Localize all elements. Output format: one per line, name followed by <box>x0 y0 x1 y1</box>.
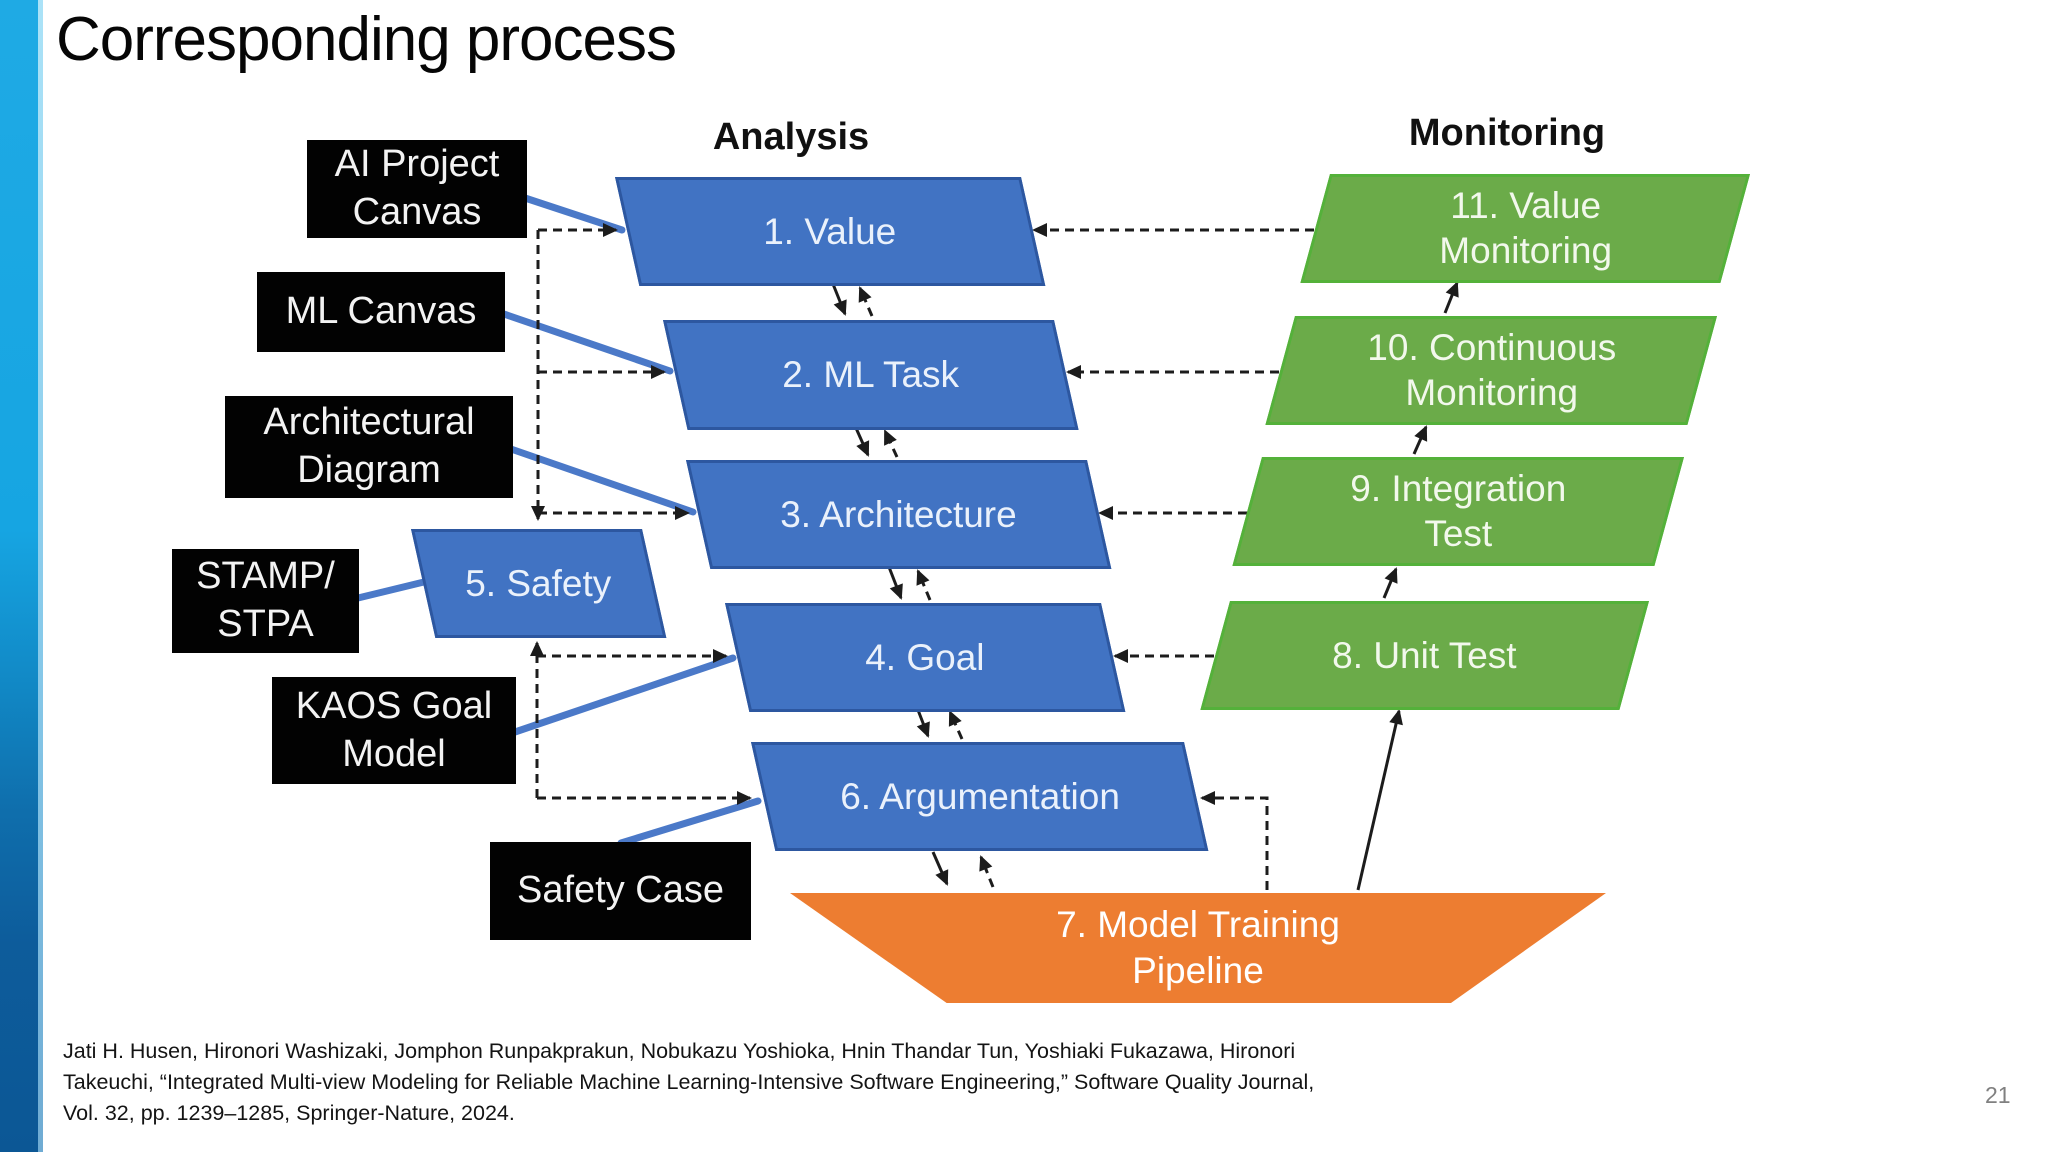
artifact-box-kaos-goal-model: KAOS Goal Model <box>272 677 516 784</box>
analysis-step-label: 4. Goal <box>865 636 985 678</box>
monitoring-step-11-value-monitoring: 11. Value Monitoring <box>1300 174 1750 283</box>
pipeline-step-label: 7. Model Training Pipeline <box>1056 903 1340 991</box>
pipeline-step-7-model-training-pipeline: 7. Model Training Pipeline <box>790 893 1606 1003</box>
monitoring-step-label: 11. Value Monitoring <box>1438 185 1612 272</box>
slide-accent-bar <box>0 0 38 1152</box>
citation-text: Jati H. Husen, Hironori Washizaki, Jomph… <box>63 1039 1315 1125</box>
analysis-step-4-goal: 4. Goal <box>725 603 1126 712</box>
column-header-analysis: Analysis <box>712 116 870 158</box>
analysis-step-label: 3. Architecture <box>780 493 1017 535</box>
analysis-step-1-value: 1. Value <box>615 177 1046 286</box>
analysis-step-5-safety: 5. Safety <box>411 529 667 638</box>
artifact-box-architectural-diagram: Architectural Diagram <box>225 396 513 498</box>
artifact-link-lines <box>354 193 762 847</box>
artifact-box-ml-canvas: ML Canvas <box>257 272 505 352</box>
monitoring-step-9-integration-test: 9. Integration Test <box>1232 457 1684 566</box>
column-header-monitoring: Monitoring <box>1408 112 1606 154</box>
analysis-step-label: 5. Safety <box>465 562 612 604</box>
monitoring-step-label: 8. Unit Test <box>1332 634 1517 676</box>
slide-accent-bar-edge <box>38 0 43 1152</box>
solid-flow-arrows <box>831 281 1459 891</box>
analysis-step-2-ml-task: 2. ML Task <box>663 320 1079 430</box>
artifact-box-stamp-stpa: STAMP/ STPA <box>172 549 359 653</box>
analysis-step-3-architecture: 3. Architecture <box>686 460 1112 569</box>
dashed-guide-connectors <box>530 223 1314 890</box>
analysis-step-label: 1. Value <box>763 210 897 252</box>
monitoring-step-10-continuous-monitoring: 10. Continuous Monitoring <box>1265 316 1717 425</box>
artifact-box-ai-project-canvas: AI Project Canvas <box>307 140 527 238</box>
monitoring-step-8-unit-test: 8. Unit Test <box>1200 601 1649 710</box>
analysis-step-label: 6. Argumentation <box>839 775 1120 817</box>
analysis-step-6-argumentation: 6. Argumentation <box>751 742 1209 851</box>
analysis-step-label: 2. ML Task <box>782 354 960 396</box>
artifact-box-safety-case: Safety Case <box>490 842 751 940</box>
monitoring-step-label: 10. Continuous Monitoring <box>1366 327 1616 414</box>
monitoring-step-label: 9. Integration Test <box>1350 468 1567 555</box>
page-number: 21 <box>1985 1082 2011 1108</box>
page-title: Corresponding process <box>56 5 677 74</box>
